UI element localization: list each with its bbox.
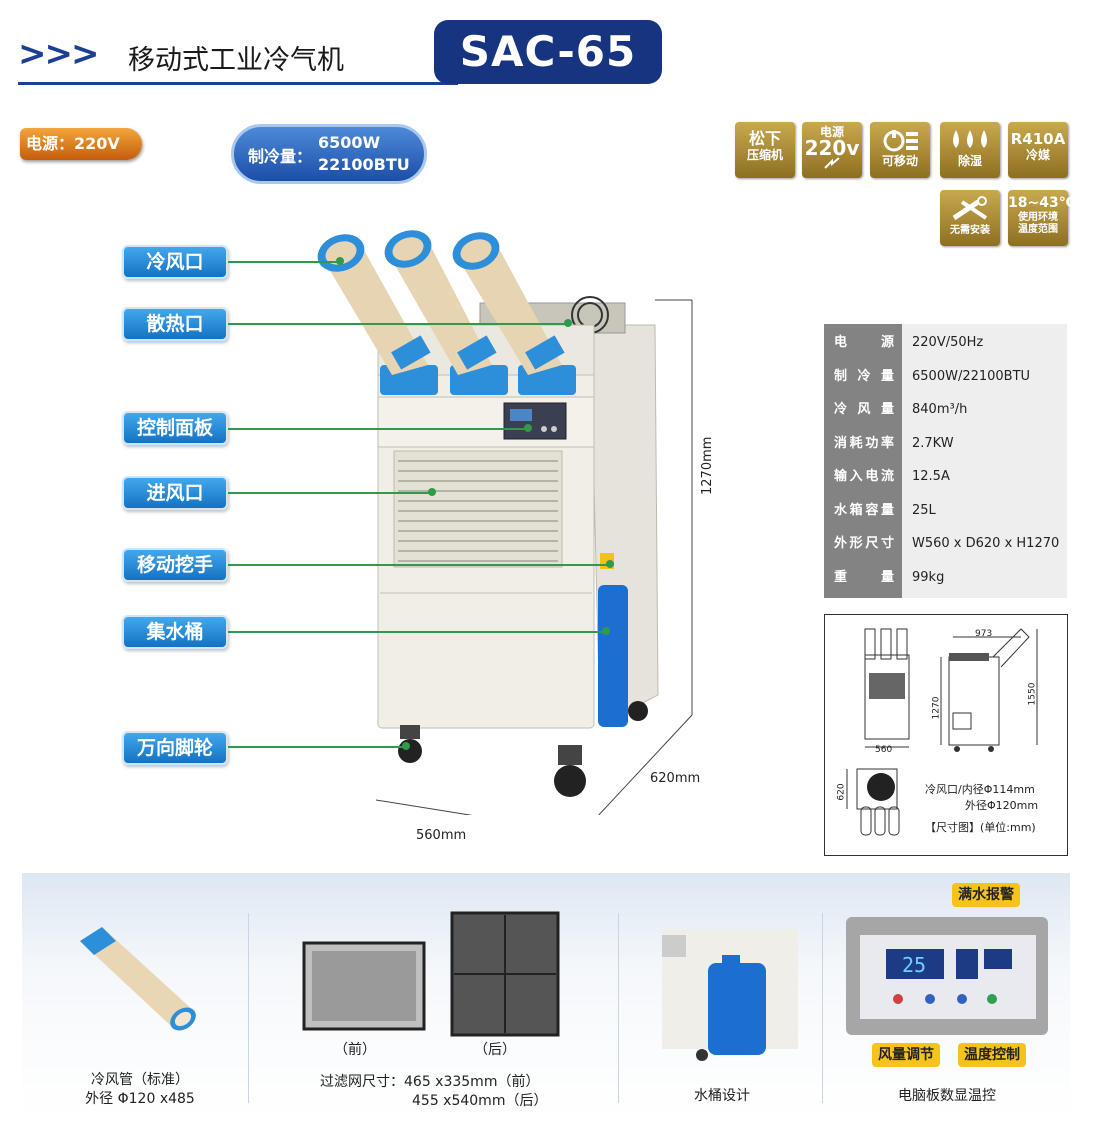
- air-conditioner-illustration: [317, 230, 693, 815]
- filter-caption-1: 过滤网尺寸：465 x335mm（前）: [320, 1074, 540, 1090]
- dim-top-width: 973: [975, 629, 993, 639]
- width-dimension-label: 560mm: [416, 828, 467, 843]
- spec-key: 电源: [834, 335, 894, 350]
- dimension-drawing: 973 1270 1550 560 620 冷风口/内径Φ114mm 外径Φ12…: [824, 614, 1068, 856]
- spec-key: 制冷量: [834, 369, 894, 384]
- dehumidify-icon: 除湿: [940, 122, 1000, 178]
- filter-caption-2: 455 x540mm（后）: [412, 1093, 548, 1109]
- cooling-capacity-badge: 制冷量： 6500W 22100BTU: [231, 124, 427, 184]
- dim-full-height: 1550: [1027, 682, 1038, 706]
- leader-dot: [524, 424, 532, 432]
- panel-caption: 电脑板数显温控: [898, 1088, 996, 1104]
- temperature-control-tag: 温度控制: [958, 1043, 1026, 1067]
- leader-dot: [602, 627, 610, 635]
- filter-back-label: （后）: [474, 1042, 516, 1058]
- fan-speed-tag: 风量调节: [872, 1043, 940, 1067]
- leader-dot: [402, 742, 410, 750]
- spec-value: 840m³/h: [912, 402, 968, 417]
- callout-control-panel: 控制面板: [122, 411, 228, 445]
- callout-carry-handle: 移动挖手: [122, 548, 228, 582]
- leader-dot: [606, 560, 614, 568]
- callout-cold-air-outlet: 冷风口: [122, 245, 228, 279]
- tank-caption: 水桶设计: [694, 1088, 750, 1104]
- leader-line: [228, 428, 528, 430]
- accessories-panel: 冷风管（标准） 外径 Φ120 x485 （前） （后） 过滤网尺寸：465 x…: [22, 873, 1070, 1118]
- control-panel-image: [846, 917, 1048, 1035]
- spec-row: 冷风量 840m³/h: [824, 393, 1067, 426]
- spec-key: 水箱容量: [834, 503, 894, 518]
- spec-key: 重量: [834, 570, 894, 585]
- spec-key: 冷风量: [834, 402, 894, 417]
- spec-row: 消耗功率 2.7KW: [824, 427, 1067, 460]
- spec-key: 消耗功率: [834, 436, 894, 451]
- power-220v-icon: 电源 220v: [802, 122, 862, 178]
- filter-images: [302, 911, 560, 1037]
- spec-row: 水箱容量 25L: [824, 494, 1067, 527]
- water-tank-image: [662, 929, 798, 1061]
- no-install-icon: 无需安装: [940, 190, 1000, 246]
- spec-value: W560 x D620 x H1270: [912, 536, 1060, 551]
- dim-side-height: 1270: [931, 696, 942, 720]
- duct-image: [80, 927, 196, 1031]
- spec-value: 2.7KW: [912, 436, 954, 451]
- divider: [248, 913, 249, 1103]
- leader-dot: [336, 257, 344, 265]
- leader-dot: [428, 488, 436, 496]
- spec-key-column: [824, 324, 902, 598]
- spec-value: 220V/50Hz: [912, 335, 984, 350]
- temperature-range-icon: 18~43℃ 使用环境温度范围: [1008, 190, 1076, 246]
- dim-note-outer: 外径Φ120mm: [965, 799, 1039, 812]
- depth-dimension-label: 620mm: [650, 771, 701, 786]
- spec-table: 电源 220V/50Hz 制冷量 6500W/22100BTU 冷风量 840m³/h…: [824, 324, 1067, 598]
- leader-line: [228, 492, 432, 494]
- header-underline: [18, 82, 458, 85]
- leader-line: [228, 631, 606, 633]
- refrigerant-icon: R410A 冷媒: [1008, 122, 1068, 178]
- leader-line: [228, 564, 610, 566]
- spec-value: 25L: [912, 503, 936, 518]
- leader-line: [228, 261, 340, 263]
- spec-row: 外形尺寸 W560 x D620 x H1270: [824, 527, 1067, 560]
- model-name: SAC-65: [434, 20, 662, 84]
- power-badge: 电源：220V: [20, 128, 142, 160]
- full-water-alarm-tag: 满水报警: [952, 883, 1020, 907]
- spec-row: 制冷量 6500W/22100BTU: [824, 360, 1067, 393]
- dim-note-unit: 【尺寸图】(单位:mm): [925, 821, 1036, 834]
- duct-caption-1: 冷风管（标准）: [91, 1072, 189, 1088]
- callout-heat-exhaust: 散热口: [122, 307, 228, 341]
- header-subtitle: 移动式工业冷气机: [128, 45, 344, 76]
- filter-front-label: （前）: [334, 1042, 376, 1058]
- cooling-label: 制冷量：: [248, 147, 313, 166]
- divider: [822, 913, 823, 1103]
- leader-line: [228, 323, 568, 325]
- page-header: >>> 移动式工业冷气机 SAC-65: [18, 18, 1078, 88]
- movable-icon: 可移动: [870, 122, 930, 178]
- callout-water-bucket: 集水桶: [122, 615, 228, 649]
- dimension-drawing-svg: [846, 628, 1038, 836]
- leader-dot: [564, 319, 572, 327]
- leader-line: [228, 746, 406, 748]
- duct-caption-2: 外径 Φ120 x485: [85, 1091, 195, 1107]
- spec-row: 输入电流 12.5A: [824, 460, 1067, 493]
- divider: [618, 913, 619, 1103]
- callout-air-intake: 进风口: [122, 476, 228, 510]
- dim-note-inner: 冷风口/内径Φ114mm: [925, 783, 1035, 796]
- panasonic-compressor-icon: 松下 压缩机: [735, 122, 795, 178]
- spec-key: 输入电流: [834, 469, 894, 484]
- height-dimension-label: 1270mm: [700, 436, 715, 495]
- spec-row: 电源 220V/50Hz: [824, 326, 1067, 359]
- spec-row: 重量 99kg: [824, 561, 1067, 594]
- header-arrows: >>>: [18, 34, 99, 74]
- dim-front-width: 560: [875, 745, 893, 755]
- spec-value: 6500W/22100BTU: [912, 369, 1031, 384]
- callout-caster-wheels: 万向脚轮: [122, 731, 228, 765]
- cooling-watts: 6500W: [318, 133, 381, 152]
- dim-depth: 620: [836, 783, 847, 801]
- spec-key: 外形尺寸: [834, 536, 894, 551]
- spec-value: 12.5A: [912, 469, 950, 484]
- spec-value: 99kg: [912, 570, 945, 585]
- panel-display-readout: 25: [902, 953, 927, 977]
- cooling-btu: 22100BTU: [318, 155, 410, 174]
